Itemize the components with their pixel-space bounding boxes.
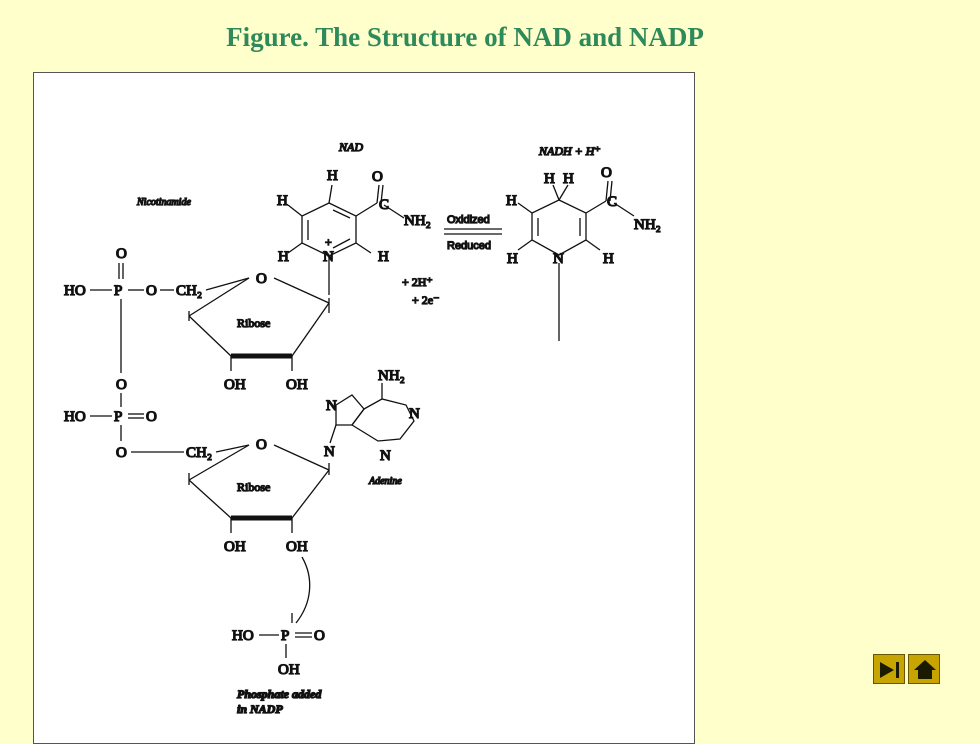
svg-text:H: H [603,251,614,267]
svg-text:O: O [116,445,127,461]
svg-text:O: O [146,409,157,425]
svg-text:HO: HO [64,283,86,299]
play-end-icon [880,662,899,678]
svg-text:OH: OH [224,377,246,393]
svg-text:N: N [380,448,391,464]
svg-text:C: C [379,197,389,213]
adenine-label: Adenine [368,476,402,487]
svg-text:H: H [327,168,338,184]
home-button[interactable] [908,654,940,684]
svg-text:HO: HO [64,409,86,425]
svg-text:O: O [116,246,127,262]
protons-label: + 2H⁺ [402,275,433,289]
ribose-label-upper: Ribose [237,316,270,330]
svg-text:+: + [325,235,332,249]
svg-text:OH: OH [224,539,246,555]
nad-nadp-structure-figure: NAD NADH + H⁺ Nicotinamide O H C NH₂ H H… [33,72,695,744]
svg-text:N: N [326,398,337,414]
svg-text:C: C [607,194,617,210]
nadh-label: NADH + H⁺ [538,144,601,158]
ribose-label-lower: Ribose [237,480,270,494]
phosphate-note-line2: in NADP [237,702,283,716]
svg-text:O: O [372,169,383,185]
svg-text:P: P [114,409,122,425]
equilibrium-arrows [444,228,502,235]
svg-text:HO: HO [232,628,254,644]
svg-text:O: O [256,271,267,287]
svg-text:H: H [544,171,555,187]
svg-text:N: N [553,251,564,267]
nad-label: NAD [338,140,363,154]
svg-text:N: N [409,406,420,422]
slide-nav [873,654,940,684]
adenine-ring [329,383,415,444]
next-slide-button[interactable] [873,654,905,684]
svg-text:H: H [278,249,289,265]
svg-text:OH: OH [286,539,308,555]
oxidized-label: Oxidized [447,214,490,226]
svg-text:NH₂: NH₂ [378,368,405,384]
ribose-ring-lower [188,444,330,533]
nicotinamide-ring-oxidized [287,184,405,295]
svg-text:H: H [506,193,517,209]
svg-text:O: O [256,437,267,453]
phosphate-note-line1: Phosphate added [237,687,322,701]
svg-text:N: N [323,249,334,265]
svg-text:NH₂: NH₂ [634,217,661,233]
svg-text:H: H [277,193,288,209]
slide-title: Figure. The Structure of NAD and NADP [226,22,704,52]
reduced-label: Reduced [447,240,491,252]
nicotinamide-label: Nicotinamide [136,197,191,208]
home-icon [914,660,936,679]
svg-text:NH₂: NH₂ [404,213,431,229]
nadp-phosphate-arrow [295,556,311,624]
svg-text:OH: OH [286,377,308,393]
svg-text:O: O [314,628,325,644]
svg-text:H: H [563,171,574,187]
svg-text:CH₂: CH₂ [186,445,212,461]
electrons-label: + 2e⁻ [412,293,439,307]
svg-text:OH: OH [278,662,300,678]
svg-text:O: O [116,377,127,393]
svg-text:P: P [114,283,122,299]
svg-text:O: O [146,283,157,299]
nicotinamide-ring-reduced [517,180,635,341]
svg-text:O: O [601,165,612,181]
svg-text:H: H [507,251,518,267]
svg-text:N: N [324,444,335,460]
svg-text:P: P [281,628,289,644]
svg-text:H: H [378,249,389,265]
svg-text:CH₂: CH₂ [176,283,202,299]
ribose-ring-upper [188,277,330,371]
